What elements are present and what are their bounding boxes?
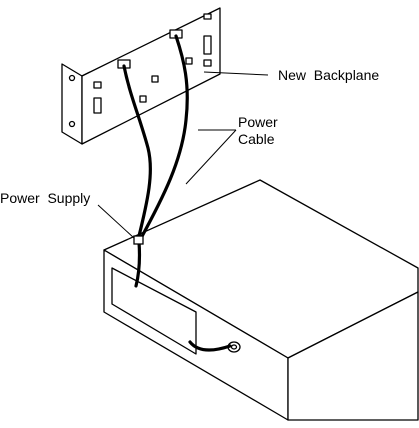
cable-tie	[134, 236, 143, 244]
power-cable-label-line1: Power	[238, 114, 278, 130]
backplane-panel	[82, 8, 220, 144]
backplane-slot	[204, 60, 211, 66]
cable-leader-left	[186, 130, 236, 184]
backplane-slot	[204, 36, 211, 54]
backplane-slot	[140, 96, 146, 102]
power-supply-label: Power Supply	[0, 190, 90, 206]
power-cable-label-line2: Cable	[238, 131, 275, 147]
flange-hole-top	[70, 76, 75, 81]
supply-leader	[98, 205, 134, 238]
backplane-slot	[94, 82, 101, 88]
flange-hole-bottom	[70, 122, 75, 127]
backplane-slot	[152, 76, 158, 82]
backplane-slot	[94, 98, 101, 113]
backplane-slot	[204, 14, 211, 19]
backplane-slot	[186, 58, 192, 64]
power-connector-socket-inner	[232, 345, 237, 349]
backplane-label: New Backplane	[278, 67, 379, 83]
